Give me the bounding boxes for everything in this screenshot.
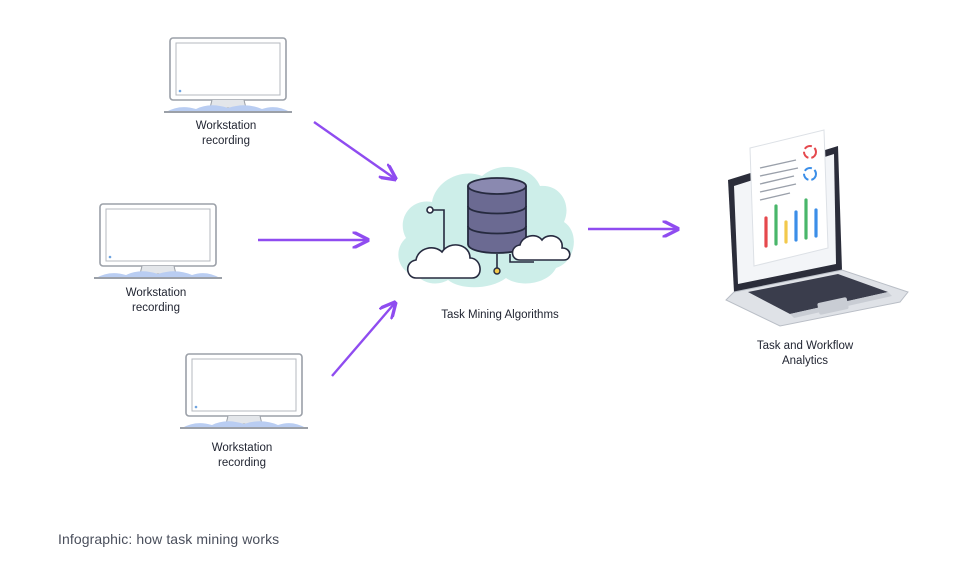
workstation-3: [179, 353, 309, 430]
task-mining-algorithms-node: [398, 166, 574, 288]
arrow-3: [331, 304, 394, 377]
workstation-3-label: Workstation recording: [211, 442, 273, 469]
workstation-1: [163, 37, 293, 114]
monitor-icon: [163, 37, 293, 114]
output-label: Task and Workflow Analytics: [756, 340, 854, 367]
report-document: [749, 129, 829, 267]
bar-chart-icon: [764, 198, 818, 248]
workstation-2-label: Workstation recording: [125, 287, 187, 314]
database-icon: [467, 177, 527, 254]
workstation-2: [93, 203, 223, 280]
center-label: Task Mining Algorithms: [441, 309, 559, 321]
monitor-icon: [93, 203, 223, 280]
cloud-icon-right: [511, 234, 571, 261]
arrow-1: [313, 121, 394, 178]
figure-caption: Infographic: how task mining works: [58, 531, 280, 547]
workstation-1-label: Workstation recording: [195, 120, 257, 147]
refresh-icon-blue: [803, 167, 817, 181]
refresh-icon-red: [803, 145, 817, 159]
monitor-icon: [179, 353, 309, 430]
keyboard: [748, 274, 888, 314]
cloud-icon-left: [406, 244, 481, 279]
analytics-laptop: [725, 129, 909, 327]
